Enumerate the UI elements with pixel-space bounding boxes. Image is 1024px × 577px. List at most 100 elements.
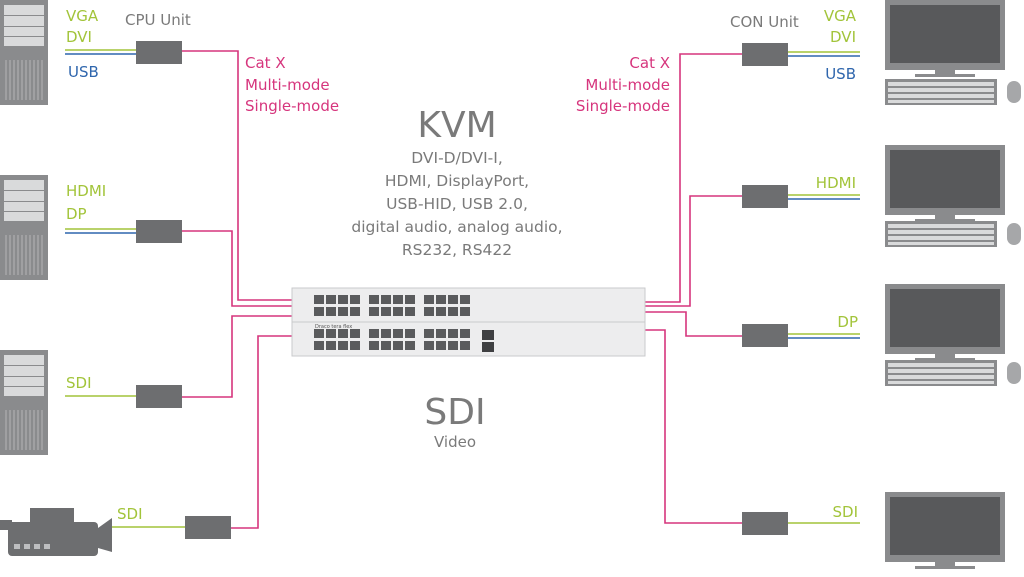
right-link-label-3: Single-mode <box>576 97 670 115</box>
rj45-port <box>350 295 360 304</box>
rj45-port <box>326 295 336 304</box>
rj45-port <box>393 341 403 350</box>
rj45-port <box>314 329 324 338</box>
left-row1-video-1: VGA <box>66 7 99 25</box>
cpu-unit <box>136 220 182 243</box>
right-row1-video-1: VGA <box>824 7 857 25</box>
kvm-signal-2: HDMI, DisplayPort, <box>385 172 529 190</box>
cpu-unit <box>185 516 231 539</box>
rj45-port <box>460 329 470 338</box>
sdi-subtitle: Video <box>434 433 476 451</box>
video-camera-icon <box>0 508 112 556</box>
sdi-title: SDI <box>424 392 485 433</box>
rj45-port <box>393 295 403 304</box>
rj45-port <box>424 295 434 304</box>
monitor-icon <box>885 0 1005 77</box>
right-cables <box>788 51 860 524</box>
con-unit-label: CON Unit <box>730 13 799 31</box>
switch-brand-label: Draco tera flex <box>315 324 352 330</box>
kvm-matrix-switch: Draco tera flex <box>291 287 646 357</box>
rj45-port <box>369 329 379 338</box>
network-port <box>482 342 494 352</box>
kvm-signal-4: digital audio, analog audio, <box>351 218 562 236</box>
left-row2-video-2: DP <box>66 205 87 223</box>
rj45-port <box>448 295 458 304</box>
left-row2-video-1: HDMI <box>66 182 106 200</box>
right-link-label-1: Cat X <box>629 54 670 72</box>
rj45-port <box>381 307 391 316</box>
left-cables <box>65 49 185 528</box>
right-row3-video: DP <box>837 313 858 331</box>
rj45-port <box>314 295 324 304</box>
rj45-port <box>350 307 360 316</box>
link-cables <box>182 50 742 529</box>
computer-tower-icon <box>0 0 49 106</box>
left-link-label-2: Multi-mode <box>245 76 330 94</box>
rj45-port <box>381 295 391 304</box>
rj45-port <box>448 341 458 350</box>
rj45-port <box>326 307 336 316</box>
rj45-port <box>405 341 415 350</box>
left-row1-video-2: DVI <box>66 28 92 46</box>
left-link-label-1: Cat X <box>245 54 286 72</box>
left-row3-video: SDI <box>66 374 92 392</box>
rj45-port <box>460 295 470 304</box>
cpu-unit <box>136 385 182 408</box>
rj45-port <box>448 307 458 316</box>
rj45-port <box>350 341 360 350</box>
monitor-icon <box>885 145 1005 222</box>
kvm-signal-1: DVI-D/DVI-I, <box>411 149 503 167</box>
monitor-icon <box>885 284 1005 361</box>
rj45-port <box>424 307 434 316</box>
keyboard-mouse-icon <box>885 79 1021 105</box>
rj45-port <box>350 329 360 338</box>
rj45-port <box>405 307 415 316</box>
rj45-port <box>314 307 324 316</box>
rj45-port <box>338 329 348 338</box>
computer-tower-icon <box>0 174 49 281</box>
keyboard-mouse-icon <box>885 360 1021 386</box>
rj45-port <box>436 329 446 338</box>
right-row2-video: HDMI <box>816 174 856 192</box>
con-unit <box>742 185 788 208</box>
kvm-title: KVM <box>417 105 496 146</box>
right-row4-video: SDI <box>833 503 859 521</box>
left-row4-video: SDI <box>117 505 143 523</box>
rj45-port <box>393 329 403 338</box>
kvm-signal-5: RS232, RS422 <box>402 241 512 259</box>
rj45-port <box>460 307 470 316</box>
con-unit <box>742 43 788 66</box>
rj45-port <box>326 341 336 350</box>
rj45-port <box>369 295 379 304</box>
left-row1-usb: USB <box>68 63 99 81</box>
rj45-port <box>381 329 391 338</box>
right-row1-usb: USB <box>825 65 856 83</box>
rj45-port <box>460 341 470 350</box>
left-link-label-3: Single-mode <box>245 97 339 115</box>
rj45-port <box>369 307 379 316</box>
right-link-label-2: Multi-mode <box>585 76 670 94</box>
con-unit <box>742 512 788 535</box>
rj45-port <box>338 295 348 304</box>
con-unit <box>742 324 788 347</box>
cpu-unit-label: CPU Unit <box>125 11 191 29</box>
keyboard-mouse-icon <box>885 221 1021 247</box>
monitor-icon <box>885 492 1005 569</box>
rj45-port <box>369 341 379 350</box>
rj45-port <box>405 329 415 338</box>
right-row1-video-2: DVI <box>830 28 856 46</box>
rj45-port <box>338 307 348 316</box>
rj45-port <box>338 341 348 350</box>
cpu-unit <box>136 41 182 64</box>
rj45-port <box>393 307 403 316</box>
rj45-port <box>424 329 434 338</box>
kvm-signal-3: USB-HID, USB 2.0, <box>386 195 528 213</box>
rj45-port <box>314 341 324 350</box>
rj45-port <box>436 341 446 350</box>
rj45-port <box>436 307 446 316</box>
rj45-port <box>326 329 336 338</box>
computer-tower-icon <box>0 349 49 456</box>
rj45-port <box>448 329 458 338</box>
rj45-port <box>424 341 434 350</box>
